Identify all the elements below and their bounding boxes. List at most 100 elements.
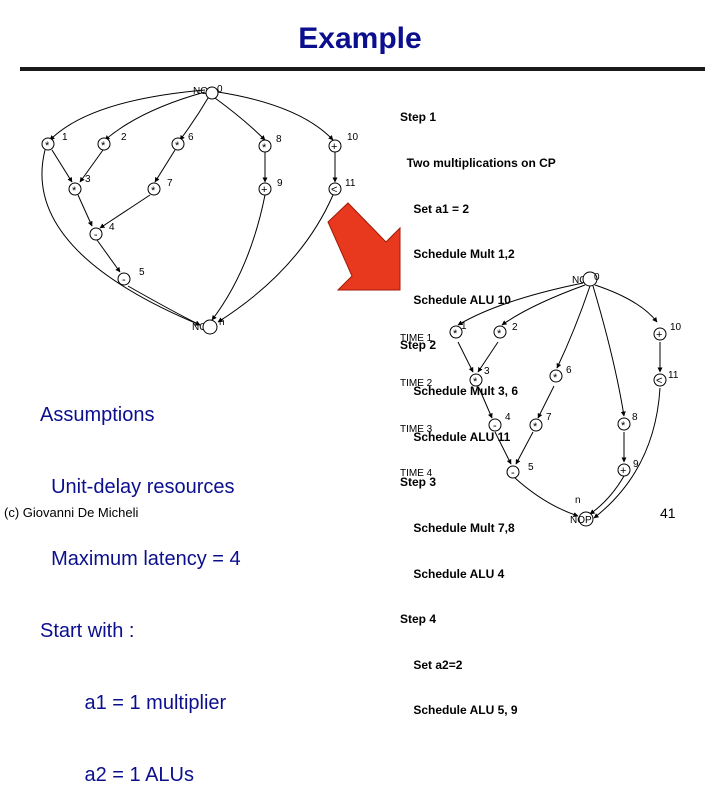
left-sink-id: n	[219, 317, 225, 328]
time-label-3: TIME 3	[400, 424, 433, 435]
schedule-steps: Step 1 Two multiplications on CP Set a1 …	[400, 80, 580, 734]
left-graph-nodes: NOP 0 *1 *2 *6 *8 +10 *3 *7 +9 <11 -4 -5…	[41, 84, 359, 335]
assumption-line: Maximum latency = 4	[40, 548, 241, 570]
right-node-5-op: -	[511, 467, 515, 479]
right-node-2-op: *	[497, 328, 502, 340]
step-line: Schedule Mult 7,8	[400, 520, 515, 535]
left-node-3-op: *	[72, 185, 77, 197]
left-node-4-id: 4	[109, 222, 115, 233]
right-node-8-id: 8	[632, 412, 638, 423]
left-node-6: *6	[171, 132, 194, 152]
assumption-line: a1 = 1 multiplier	[40, 692, 227, 714]
right-node-4-op: -	[493, 420, 497, 432]
left-node-10: +10	[328, 132, 359, 153]
left-node-9-id: 9	[277, 178, 283, 189]
left-source-op: NOP	[193, 86, 215, 97]
right-node-10-id: 10	[670, 322, 682, 333]
step-line: Set a1 = 2	[400, 201, 470, 216]
left-node-9-op: +	[261, 184, 267, 196]
left-source-id: 0	[217, 84, 223, 95]
left-node-6-id: 6	[188, 132, 194, 143]
right-node-9-id: 9	[633, 459, 639, 470]
right-source-id: 0	[594, 272, 600, 283]
left-node-source: NOP 0	[193, 84, 223, 100]
assumption-line: a2 = 1 ALUs	[40, 764, 194, 786]
step-line: Schedule ALU 4	[400, 566, 505, 581]
assumption-line: Unit-delay resources	[40, 476, 235, 498]
right-graph-nodes: NOP 0 *1 *2 +10 *3 *6 <11 -4 *7 *8 -5 +9…	[449, 271, 682, 527]
right-graph-edges	[457, 282, 663, 519]
right-node-2: *2	[493, 322, 518, 340]
right-node-6-op: *	[553, 372, 558, 384]
right-node-9: +9	[617, 459, 639, 477]
step-line: Step 3	[400, 475, 437, 490]
left-node-6-op: *	[175, 140, 180, 152]
assumption-line: Start with :	[40, 620, 135, 642]
right-node-source: NOP 0	[572, 271, 600, 287]
left-node-10-id: 10	[347, 132, 359, 143]
step-line: Schedule ALU 11	[400, 429, 511, 444]
right-node-7: *7	[529, 412, 552, 433]
right-sink-id: n	[575, 495, 581, 506]
left-graph-edges	[41, 89, 338, 326]
left-node-9: +9	[258, 178, 283, 196]
time-labels: TIME 1 TIME 2 TIME 3 TIME 4	[400, 333, 433, 479]
step-line: Step 2	[400, 338, 437, 353]
time-label-2: TIME 2	[400, 378, 433, 389]
step-line: Schedule Mult 3, 6	[400, 384, 519, 399]
right-node-1-id: 1	[461, 321, 467, 332]
left-node-11: <11	[328, 178, 356, 196]
right-node-5: -5	[506, 462, 534, 479]
right-node-4: -4	[488, 412, 511, 432]
left-node-7-op: *	[151, 185, 156, 197]
left-node-2-op: *	[101, 140, 106, 152]
slide-title: Example	[298, 22, 422, 55]
left-node-4-op: -	[94, 229, 98, 241]
step-line: Two multiplications on CP	[400, 156, 556, 171]
step-line: Schedule ALU 5, 9	[400, 703, 518, 718]
right-node-6: *6	[549, 365, 572, 384]
right-node-2-id: 2	[512, 322, 518, 333]
transform-arrow	[327, 202, 401, 291]
left-node-4: -4	[89, 222, 115, 241]
left-node-2-id: 2	[121, 132, 127, 143]
author-credit: (c) Giovanni De Micheli	[4, 505, 139, 520]
right-node-10-op: +	[656, 329, 662, 341]
left-node-1-op: *	[45, 140, 50, 152]
left-node-5-id: 5	[139, 267, 145, 278]
right-node-5-id: 5	[528, 462, 534, 473]
left-node-1: *1	[41, 132, 68, 152]
title-divider	[20, 67, 705, 71]
right-node-3-op: *	[473, 376, 478, 388]
sequencing-graphs: NOP 0 *1 *2 *6 *8 +10 *3 *7 +9 <11 -4 -5…	[41, 84, 682, 527]
right-node-1-op: *	[453, 328, 458, 340]
right-node-4-id: 4	[505, 412, 511, 423]
right-node-8: *8	[617, 412, 638, 432]
assumptions-block: Assumptions Unit-delay resources Maximum…	[40, 355, 241, 811]
step-line: Step 1	[400, 110, 437, 125]
right-node-7-op: *	[533, 421, 538, 433]
step-line: Step 4	[400, 612, 437, 627]
right-node-8-op: *	[621, 420, 626, 432]
step-line: Schedule Mult 1,2	[400, 247, 515, 262]
left-node-8-op: *	[262, 142, 267, 154]
left-node-2: *2	[97, 132, 127, 152]
left-node-11-op: <	[331, 184, 337, 196]
right-node-11-op: <	[656, 375, 662, 387]
right-sink-op: NOP	[570, 515, 592, 526]
step-line: Schedule ALU 10	[400, 292, 511, 307]
left-node-7-id: 7	[167, 178, 173, 189]
right-node-7-id: 7	[546, 412, 552, 423]
left-node-3-id: 3	[85, 174, 91, 185]
assumption-line: Assumptions	[40, 404, 155, 426]
page-number: 41	[660, 505, 676, 521]
right-node-11-id: 11	[668, 370, 679, 381]
left-node-3: *3	[68, 174, 91, 197]
left-node-11-id: 11	[345, 178, 356, 189]
right-node-11: <11	[653, 370, 679, 387]
time-label-4: TIME 4	[400, 468, 433, 479]
time-label-1: TIME 1	[400, 333, 433, 344]
right-node-3: *3	[469, 366, 490, 388]
right-node-10: +10	[653, 322, 682, 341]
right-node-sink: n NOP	[570, 495, 594, 527]
